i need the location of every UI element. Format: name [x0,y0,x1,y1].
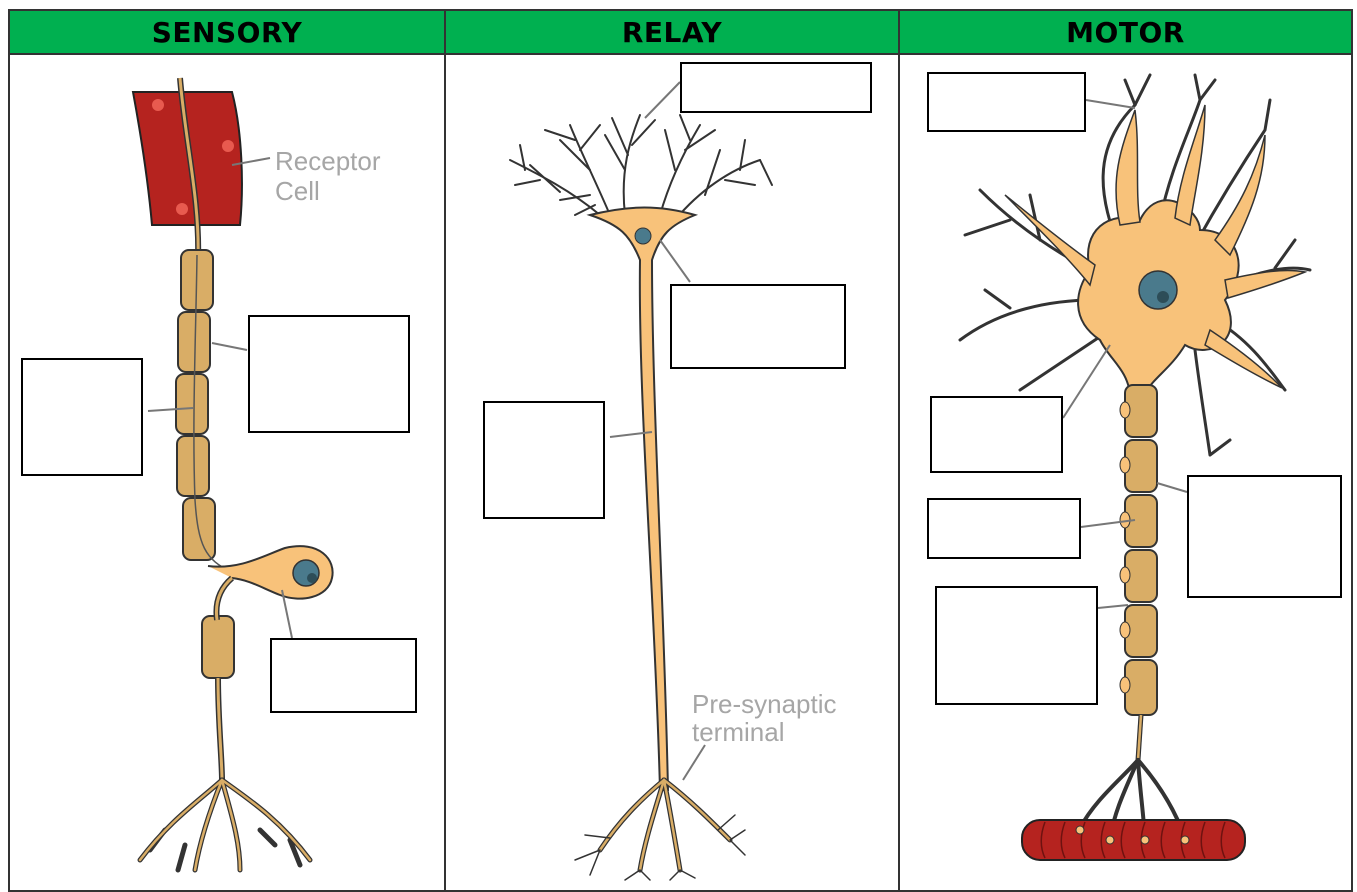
answer-box-motor-node[interactable] [935,586,1098,705]
answer-box-motor-sheath[interactable] [927,498,1081,559]
receptor-cell-label-line2: Cell [275,176,320,206]
answer-box-sensory-cell-body[interactable] [270,638,417,713]
presynaptic-label-line2: terminal [692,717,784,747]
muscle-fiber [1022,820,1245,860]
answer-box-sensory-sheath[interactable] [248,315,410,433]
receptor-cell-label-line1: Receptor [275,146,381,176]
answer-box-relay-dendrites[interactable] [680,62,872,113]
sensory-neuron: Receptor Cell [133,78,381,870]
answer-box-relay-cell-body[interactable] [670,284,846,369]
answer-box-sensory-axon[interactable] [21,358,143,476]
answer-box-motor-dendrites[interactable] [927,72,1086,132]
answer-box-motor-axon[interactable] [1187,475,1342,598]
presynaptic-label-line1: Pre-synaptic [692,689,837,719]
answer-box-motor-cell-body[interactable] [930,396,1063,473]
answer-box-relay-axon[interactable] [483,401,605,519]
